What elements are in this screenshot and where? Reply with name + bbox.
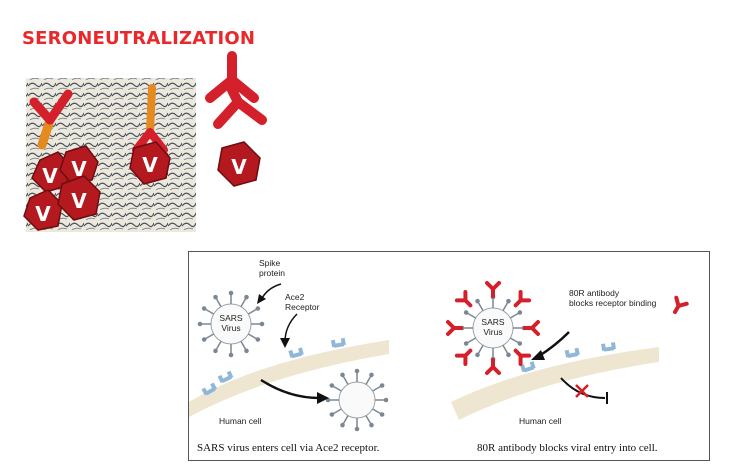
sars-virus-icon: [446, 281, 540, 375]
virus-letter: V: [231, 155, 247, 179]
antibody-icon: [29, 89, 73, 150]
antibody-icon: [667, 295, 689, 317]
arrowhead-icon: [531, 350, 545, 360]
seroneutralization-illustration: V V V V V V: [23, 51, 267, 232]
arrow-icon: [560, 377, 606, 399]
human-cell-label: Human cell: [219, 416, 262, 426]
diagram-canvas: [189, 281, 689, 433]
left-caption: SARS virus enters cell via Ace2 receptor…: [197, 442, 380, 454]
ace2-receptor-icon: [217, 369, 234, 385]
ace2-receptor-icon: [564, 346, 580, 360]
virus-particle: V: [57, 175, 101, 221]
ace2-receptor-icon: [330, 336, 346, 349]
ace2-receptor-icon: [288, 345, 304, 360]
antibody-icon: [205, 51, 267, 129]
virus-letter: V: [42, 164, 58, 188]
ace2-receptor-icon: [520, 359, 536, 374]
right-caption: 80R antibody blocks viral entry into cel…: [477, 442, 658, 454]
human-cell-label: Human cell: [519, 416, 562, 426]
spike-protein-label: Spike protein: [259, 258, 285, 278]
virus-particle: V: [23, 189, 63, 231]
cell-membrane: [189, 340, 389, 417]
arrowhead-icon: [257, 294, 266, 304]
sars-virus-label: SARS Virus: [481, 317, 505, 337]
arrow-icon: [284, 313, 298, 343]
sars-antibody-diagram: Spike protein SARS Virus Ace2 Receptor H…: [188, 251, 710, 461]
antibody-label: 80R antibody blocks receptor binding: [569, 288, 657, 308]
sars-virus-icon: [324, 367, 390, 433]
virus-letter: V: [71, 157, 87, 181]
page-title: SERONEUTRALIZATION: [22, 28, 256, 49]
virus-particle: V: [129, 141, 171, 185]
virus-letter: V: [142, 153, 158, 177]
ace2-receptor-icon: [601, 340, 616, 353]
cell-membrane: [451, 347, 659, 420]
virus-letter: V: [35, 202, 51, 226]
sars-virus-icon: [196, 289, 266, 359]
virus-particle: V: [217, 141, 261, 187]
arrowhead-icon: [317, 392, 329, 404]
virus-particle: V: [59, 145, 99, 185]
arrow-icon: [538, 331, 570, 358]
sars-virus-label: SARS Virus: [219, 313, 243, 333]
arrowhead-icon: [280, 338, 290, 348]
virus-letter: V: [71, 189, 87, 213]
ace2-receptor-label: Ace2 Receptor: [285, 292, 320, 312]
block-x-icon: [575, 384, 589, 398]
arrow-icon: [260, 378, 320, 400]
